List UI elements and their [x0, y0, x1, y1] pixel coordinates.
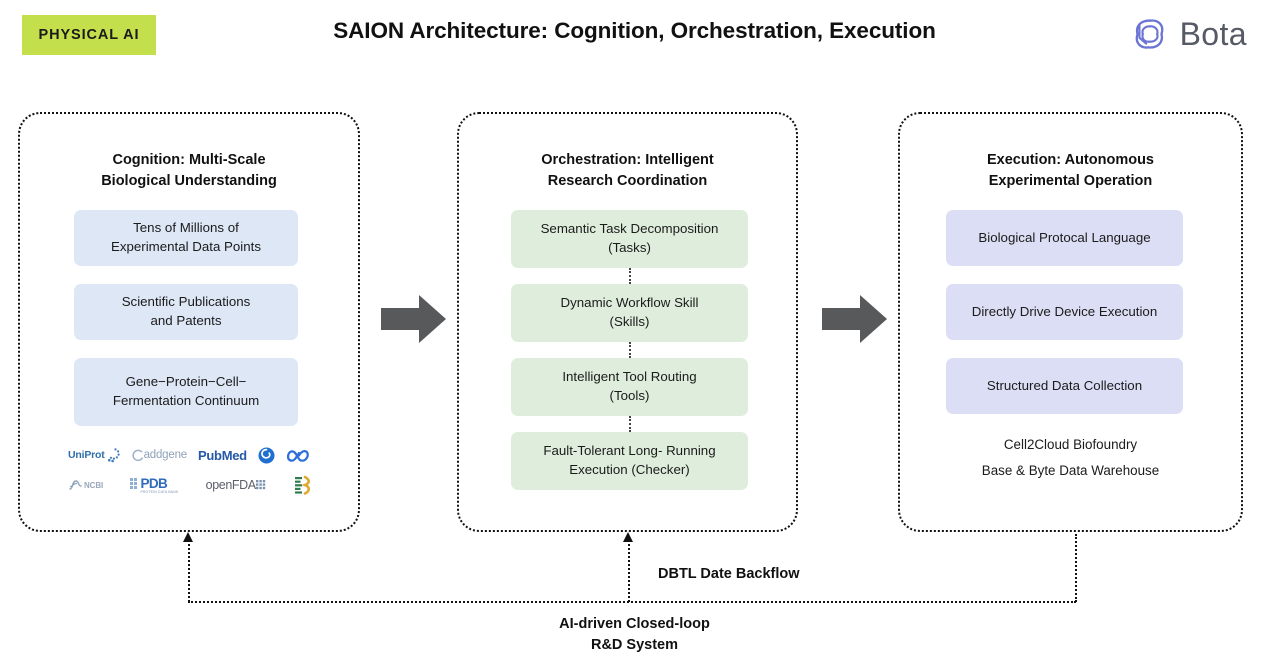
chembl-swirl-logo-icon	[258, 444, 275, 466]
orchestration-item-2-line2: (Tools)	[609, 388, 650, 403]
backflow-arrowhead-middle-icon	[623, 532, 633, 542]
panel-execution-title-line2: Experimental Operation	[988, 173, 1153, 190]
source-database-logos: UniProt addgene	[68, 444, 312, 496]
orchestration-item-2-line1: Intelligent Tool Routing	[562, 369, 697, 385]
connector-1-to-2	[629, 342, 631, 358]
loop-caption: AI-driven Closed-loop R&D System	[0, 614, 1269, 656]
orchestration-item-3-line2: Execution (Checker)	[569, 462, 690, 477]
backflow-riser-right	[1075, 534, 1077, 602]
connector-2-to-3	[629, 416, 631, 432]
panel-cognition: Cognition: Multi-Scale Biological Unders…	[18, 112, 360, 532]
execution-note-0: Cell2Cloud Biofoundry	[1003, 437, 1138, 452]
orchestration-item-0-line2: (Tasks)	[608, 240, 651, 255]
orchestration-item-0-line1: Semantic Task Decomposition	[540, 221, 719, 237]
panel-cognition-title-line2: Biological Understanding	[101, 173, 277, 190]
brand-name: Bota	[1179, 15, 1247, 52]
panel-orchestration-title-line2: Research Coordination	[547, 173, 708, 190]
panel-execution-title: Execution: Autonomous Experimental Opera…	[900, 150, 1241, 192]
openfda-logo-icon: openFDA	[206, 474, 267, 496]
cognition-item-2-line2: Fermentation Continuum	[112, 393, 260, 408]
brand-logo: Bota	[1127, 11, 1247, 57]
source-logo-row-2: NCBI PDB PROTEIN DATA BANK	[68, 474, 312, 496]
execution-item-1: Directly Drive Device Execution	[946, 284, 1183, 340]
physical-ai-badge: PHYSICAL AI	[22, 15, 156, 55]
loop-caption-line2: R&D System	[590, 637, 679, 654]
cognition-item-0-line2: Experimental Data Points	[110, 239, 262, 254]
cognition-item-1: Scientific Publications and Patents	[74, 284, 298, 340]
panel-cognition-title: Cognition: Multi-Scale Biological Unders…	[20, 150, 358, 192]
backflow-arrowhead-left-icon	[183, 532, 193, 542]
execution-notes: Cell2Cloud Biofoundry Base & Byte Data W…	[900, 432, 1241, 484]
right-arrow-icon	[381, 292, 447, 351]
execution-item-2: Structured Data Collection	[946, 358, 1183, 414]
source-logo-row-1: UniProt addgene	[68, 444, 312, 466]
panel-orchestration-title: Orchestration: Intelligent Research Coor…	[459, 150, 796, 192]
orchestration-item-1-line1: Dynamic Workflow Skill	[560, 295, 699, 311]
backflow-riser-left	[188, 540, 190, 602]
panel-execution-title-line1: Execution: Autonomous	[986, 152, 1154, 168]
panel-execution: Execution: Autonomous Experimental Opera…	[898, 112, 1243, 532]
addgene-logo-icon: addgene	[131, 444, 187, 466]
cognition-item-1-line2: and Patents	[150, 313, 222, 328]
connector-0-to-1	[629, 268, 631, 284]
pubmed-logo-icon: PubMed	[198, 447, 247, 463]
backflow-riser-middle	[628, 540, 630, 602]
page-title: SAION Architecture: Cognition, Orchestra…	[333, 18, 936, 43]
orchestration-item-3: Fault-Tolerant Long- Running Execution (…	[511, 432, 748, 490]
ncbi-logo-icon: NCBI	[68, 474, 103, 496]
rcsb-dna-logo-icon	[294, 474, 312, 496]
panel-orchestration-title-line1: Orchestration: Intelligent	[541, 152, 714, 168]
bota-spiral-logo-icon	[1127, 11, 1173, 57]
cognition-item-2-line1: Gene−Protein−Cell−	[125, 374, 247, 390]
cognition-item-1-line1: Scientific Publications	[121, 294, 251, 310]
cognition-item-0-line1: Tens of Millions of	[133, 220, 239, 236]
meta-infinity-logo-icon	[286, 444, 312, 466]
orchestration-item-0: Semantic Task Decomposition (Tasks)	[511, 210, 748, 268]
backflow-label: DBTL Date Backflow	[658, 566, 800, 582]
panel-cognition-title-line1: Cognition: Multi-Scale	[112, 152, 266, 168]
panel-orchestration: Orchestration: Intelligent Research Coor…	[457, 112, 798, 532]
cognition-item-0: Tens of Millions of Experimental Data Po…	[74, 210, 298, 266]
cognition-item-2: Gene−Protein−Cell− Fermentation Continuu…	[74, 358, 298, 426]
backflow-horizontal-line	[188, 601, 1076, 603]
orchestration-item-3-line1: Fault-Tolerant Long- Running	[543, 443, 716, 459]
loop-caption-line1: AI-driven Closed-loop	[559, 616, 710, 632]
right-arrow-icon	[822, 292, 888, 351]
orchestration-item-2: Intelligent Tool Routing (Tools)	[511, 358, 748, 416]
execution-item-0: Biological Protocal Language	[946, 210, 1183, 266]
pdb-logo-icon: PDB PROTEIN DATA BANK	[130, 474, 178, 496]
execution-note-1: Base & Byte Data Warehouse	[981, 463, 1160, 479]
orchestration-item-1-line2: (Skills)	[609, 314, 650, 329]
uniprot-logo-icon: UniProt	[68, 444, 120, 466]
orchestration-item-1: Dynamic Workflow Skill (Skills)	[511, 284, 748, 342]
